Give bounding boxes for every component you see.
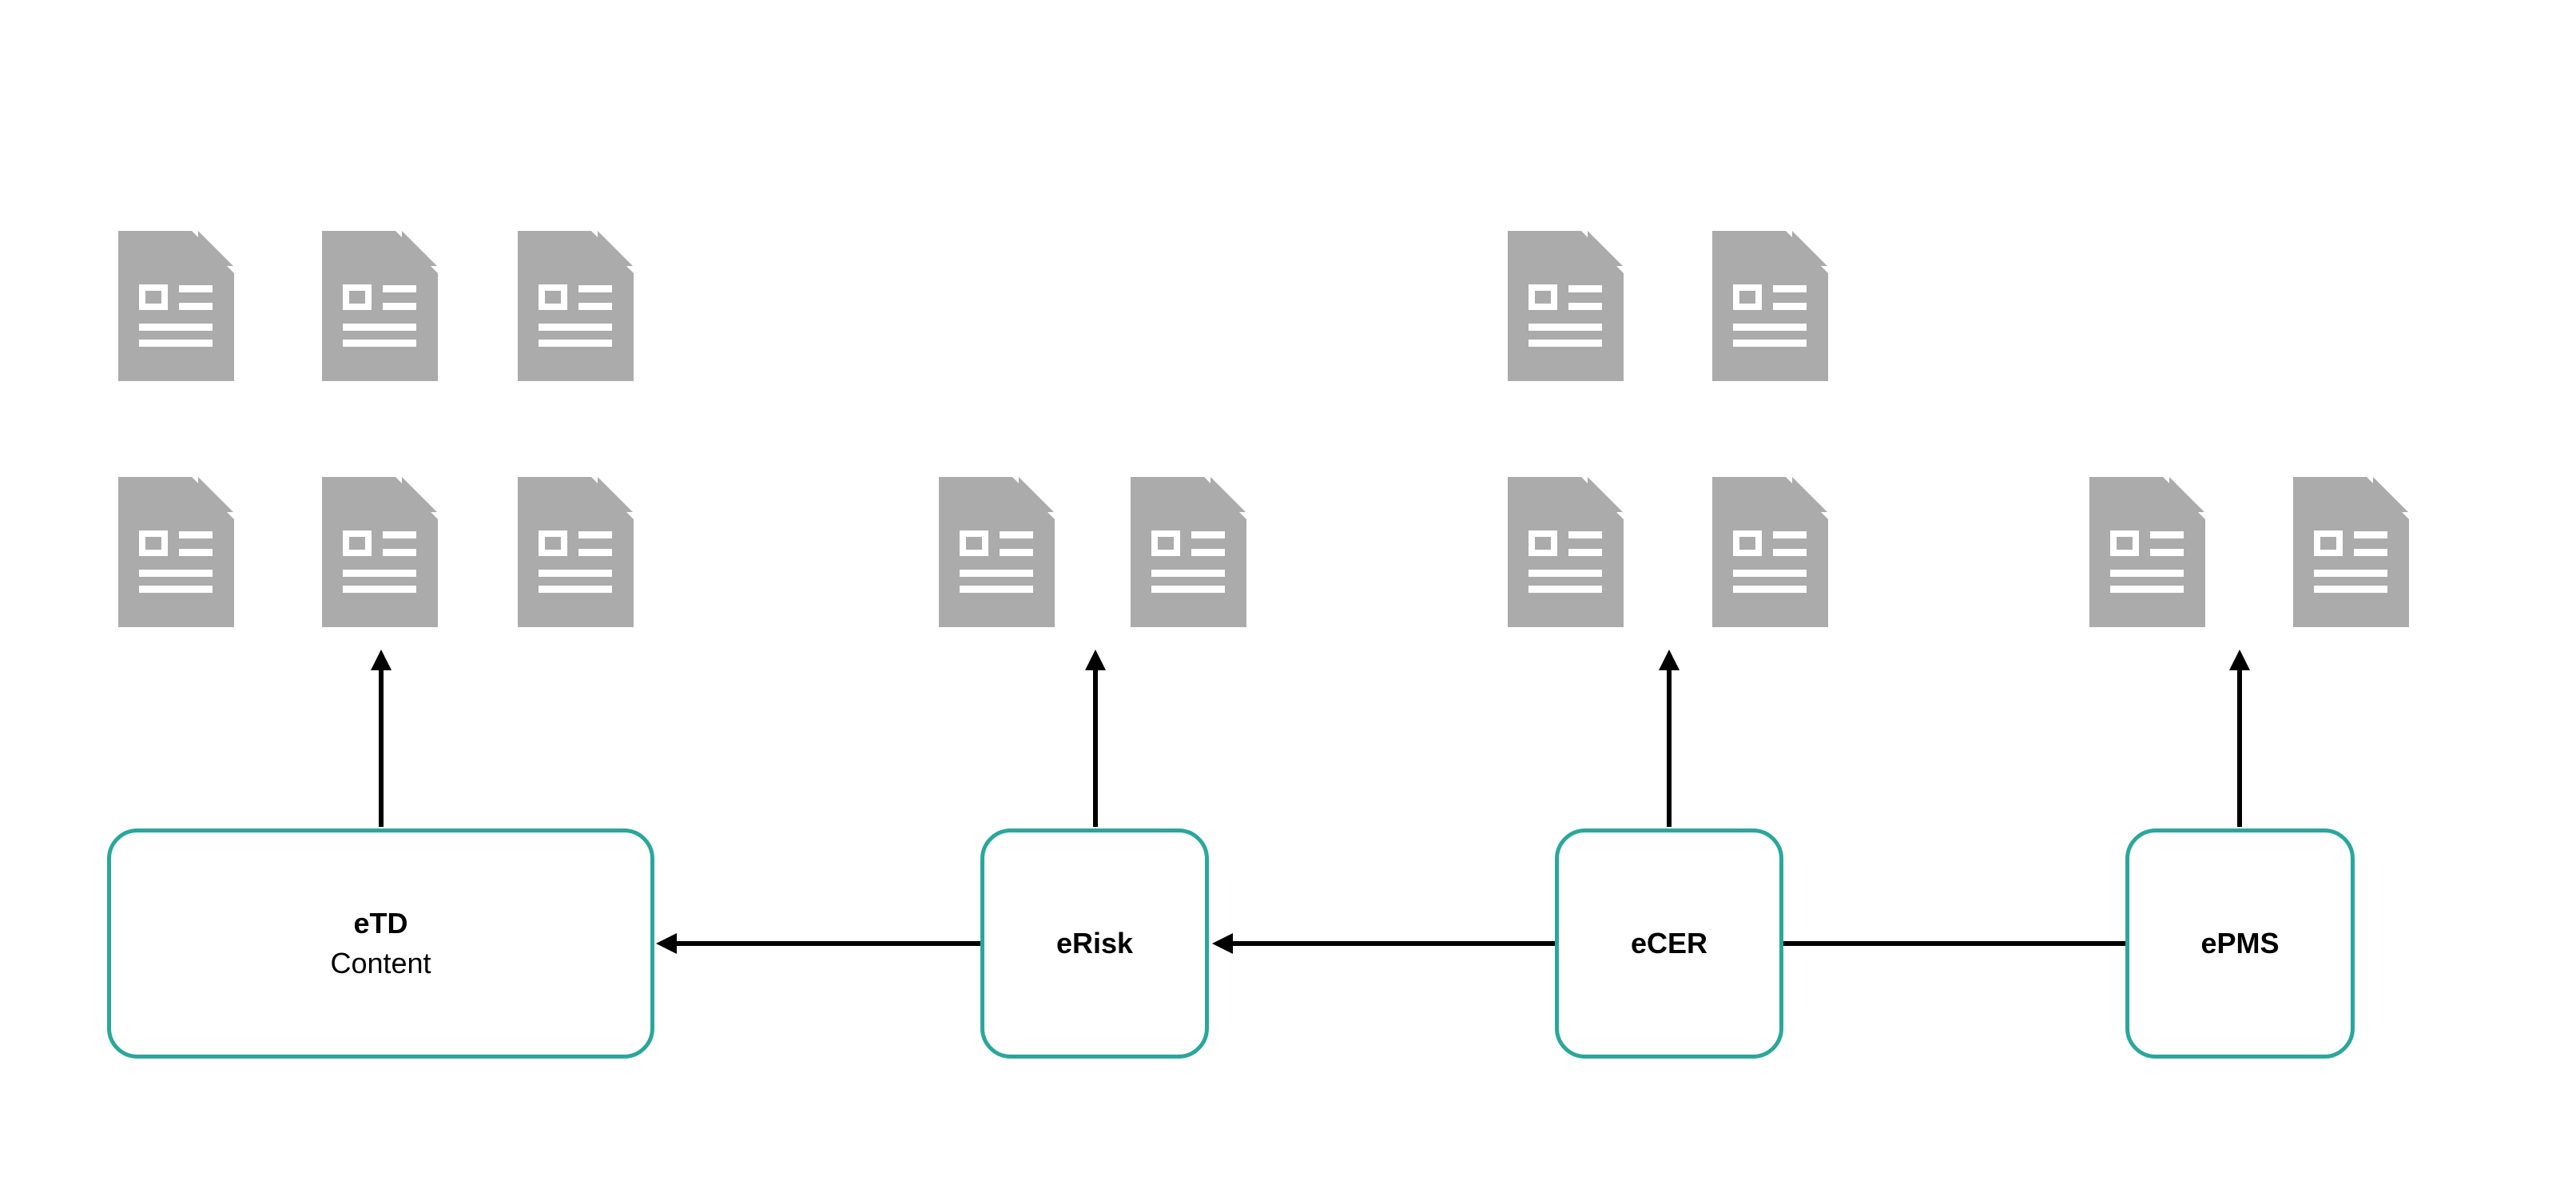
node-label: eTD — [353, 907, 408, 940]
document-icon — [518, 477, 634, 627]
node-etd: eTD Content — [107, 828, 654, 1059]
node-label: eRisk — [1055, 927, 1134, 960]
document-icon — [1508, 231, 1624, 381]
node-epms: ePMS — [2125, 828, 2355, 1059]
document-icon — [118, 231, 234, 381]
connector-erisk-to-etd-arrowhead — [656, 933, 677, 954]
node-label: ePMS — [2200, 927, 2280, 960]
connector-ecer-to-documents-arrowhead — [1659, 650, 1680, 670]
node-sublabel: Content — [330, 947, 431, 979]
connector-etd-to-documents-arrowhead — [371, 650, 392, 670]
document-icon — [2293, 477, 2409, 627]
connector-erisk-to-documents-arrowhead — [1085, 650, 1106, 670]
node-label: eCER — [1630, 927, 1708, 960]
connector-epms-to-documents-arrowhead — [2229, 650, 2250, 670]
connector-ecer-to-erisk-arrowhead — [1212, 933, 1233, 954]
document-icon — [939, 477, 1055, 627]
document-icon — [1712, 231, 1828, 381]
document-icon — [1131, 477, 1246, 627]
document-icon — [1508, 477, 1624, 627]
node-erisk: eRisk — [980, 828, 1209, 1059]
document-icon — [322, 477, 438, 627]
document-icon — [518, 231, 634, 381]
document-icon — [118, 477, 234, 627]
document-icon — [322, 231, 438, 381]
document-icon — [1712, 477, 1828, 627]
document-icon — [2089, 477, 2205, 627]
node-ecer: eCER — [1555, 828, 1783, 1059]
